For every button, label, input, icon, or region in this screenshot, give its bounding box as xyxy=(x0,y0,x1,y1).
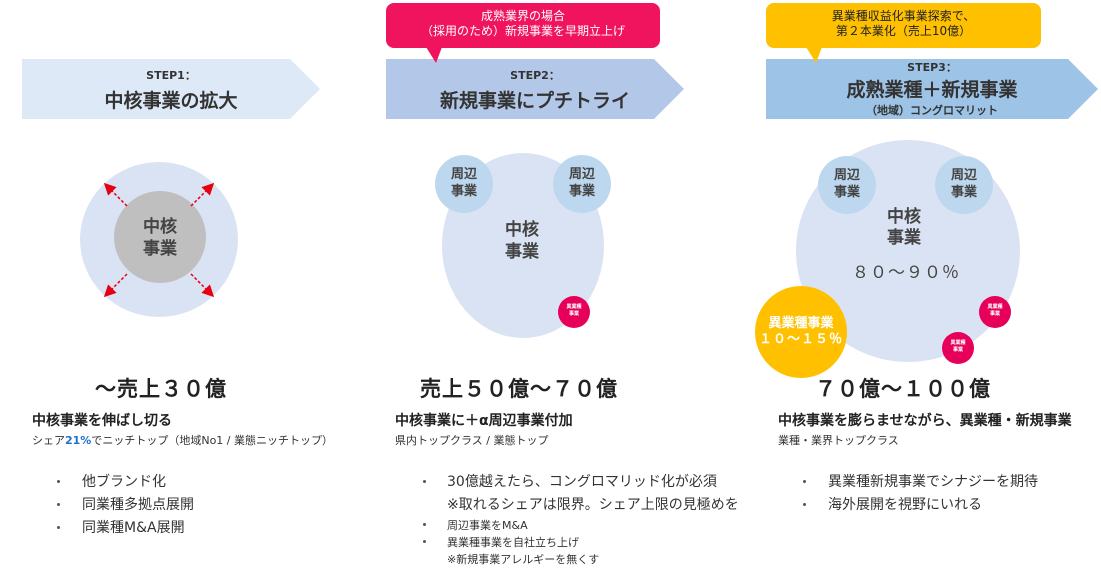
col1-sales: ～売上３０億 xyxy=(95,377,227,401)
diagram2-dot-line2: 事業 xyxy=(568,311,579,317)
col1-sub: シェア21%でニッチトップ（地域No1 / 業態ニッチトップ） xyxy=(32,434,333,447)
diagram2-peripheral-left-line1: 周辺 xyxy=(450,167,477,182)
diagram3-new-business-dot-1 xyxy=(979,296,1011,328)
diagram3-core-line2: 事業 xyxy=(887,228,921,248)
col1-bullet-2: 同業種多拠点展開 xyxy=(82,497,194,513)
diagram3-peripheral-left-line1: 周辺 xyxy=(833,168,860,183)
diagram2-peripheral-right-line1: 周辺 xyxy=(568,167,595,182)
col2-bullet-1: 30億越えたら、コングロマリッド化が必須 xyxy=(447,474,717,490)
step2-arrow: STEP2： 新規事業にプチトライ xyxy=(386,59,684,119)
col2-sub: 県内トップクラス / 業態トップ xyxy=(395,434,549,447)
step1-label-big: 中核事業の拡大 xyxy=(104,90,238,112)
col2-sales: 売上５０億～７０億 xyxy=(420,377,618,401)
col2-bullet-1-note: ※取れるシェアは限界。シェア上限の見極めを xyxy=(447,497,739,513)
diagram3-core-share: ８０～９０％ xyxy=(852,263,960,283)
col3-sub: 業種・業界トップクラス xyxy=(778,434,899,447)
col3-bullet-1: 異業種新規事業でシナジーを期待 xyxy=(828,474,1038,490)
diagram3-dot1-line1: 異業種 xyxy=(987,304,1003,310)
diagram1-expansion-arrows xyxy=(103,182,215,298)
step3-label-big: 成熟業種＋新規事業 xyxy=(846,79,1018,101)
diagram3-dot1-line2: 事業 xyxy=(989,311,1000,317)
step2-label-big: 新規事業にプチトライ xyxy=(439,90,630,112)
diagram3-core-line1: 中核 xyxy=(887,207,921,227)
col3-bullet-2: 海外展開を視野にいれる xyxy=(828,497,982,513)
diagram3-dot2-line1: 異業種 xyxy=(950,340,966,346)
diagram1-core-line1: 中核 xyxy=(143,217,177,237)
step3-label-sub: （地域）コングロマリット xyxy=(866,104,998,117)
callout-yellow: 異業種収益化事業探索で、 第２本業化（売上10億） xyxy=(766,3,1041,63)
diagram2-core-line1: 中核 xyxy=(505,220,539,240)
step1-label-small: STEP1： xyxy=(146,69,196,82)
callout-yellow-line1: 異業種収益化事業探索で、 xyxy=(831,9,976,23)
diagram1-core-circle xyxy=(114,191,206,283)
col2-heading: 中核事業に＋α周辺事業付加 xyxy=(395,413,573,429)
diagram3-different-industry-circle xyxy=(755,286,847,378)
diagram1-core-line2: 事業 xyxy=(143,239,177,259)
diagram3-new-business-dot-2 xyxy=(942,332,974,364)
diagram3-peripheral-right-line2: 事業 xyxy=(950,185,977,200)
diagram2-dot-line1: 異業種 xyxy=(566,304,582,310)
diagram2-new-business-dot xyxy=(558,296,590,328)
col2-bullet-3: 異業種事業を自社立ち上げ xyxy=(447,536,579,549)
diagram3-peripheral-right xyxy=(935,156,993,214)
diagram2-core-line2: 事業 xyxy=(505,242,539,262)
col2-bullet-3-note: ※新規事業アレルギーを無くす xyxy=(447,553,600,566)
col3-sales: ７０億～１００億 xyxy=(815,377,991,401)
callout-pink-line1: 成熟業界の場合 xyxy=(480,9,565,23)
callout-pink-line2: （採用のため）新規事業を早期立上げ xyxy=(420,24,625,38)
diagram3-diff-line2: １０～１５％ xyxy=(758,332,843,347)
callout-pink: 成熟業界の場合 （採用のため）新規事業を早期立上げ xyxy=(386,3,660,63)
col1-bullet-1: 他ブランド化 xyxy=(82,474,166,490)
step2-label-small: STEP2： xyxy=(510,69,560,82)
diagram3-peripheral-left-line2: 事業 xyxy=(833,185,860,200)
col1-share-highlight: 21% xyxy=(65,434,92,447)
col1-bullet-3: 同業種M&A展開 xyxy=(82,520,185,536)
diagram3-peripheral-left xyxy=(818,156,876,214)
diagram2-peripheral-left-line2: 事業 xyxy=(450,184,477,199)
col1-heading: 中核事業を伸ばし切る xyxy=(32,413,172,429)
col2-bullet-2: 周辺事業をM&A xyxy=(447,519,528,532)
diagram2-peripheral-right xyxy=(553,155,611,213)
diagram2-peripheral-left xyxy=(435,155,493,213)
callout-yellow-line2: 第２本業化（売上10億） xyxy=(835,24,972,38)
diagram3-peripheral-right-line1: 周辺 xyxy=(950,168,977,183)
step3-label-small: STEP3： xyxy=(907,61,957,74)
col3-heading: 中核事業を膨らませながら、異業種・新規事業 xyxy=(778,413,1072,429)
diagram3-diff-line1: 異業種事業 xyxy=(768,316,834,331)
step1-arrow: STEP1： 中核事業の拡大 xyxy=(22,59,320,119)
step3-arrow: STEP3： 成熟業種＋新規事業 （地域）コングロマリット xyxy=(766,59,1098,119)
diagram2-peripheral-right-line2: 事業 xyxy=(568,184,595,199)
diagram3-dot2-line2: 事業 xyxy=(952,347,963,353)
